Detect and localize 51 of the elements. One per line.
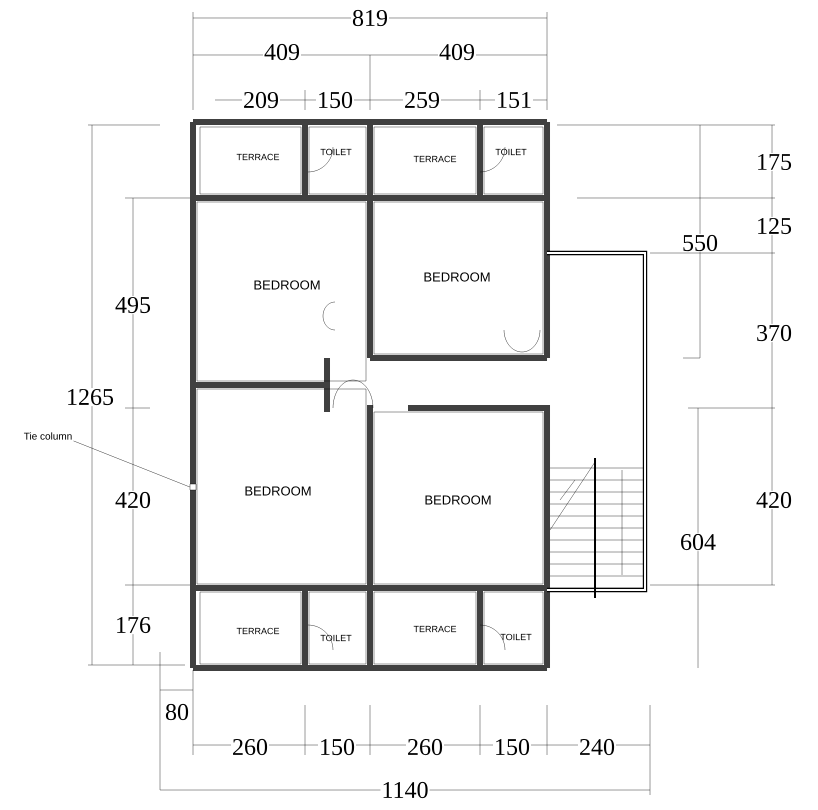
room-outline — [196, 202, 366, 382]
room-outline — [200, 592, 302, 664]
room-label: TERRACE — [414, 626, 456, 632]
room-label: TOILET — [500, 634, 532, 640]
tie-column — [190, 484, 196, 490]
room-label: TERRACE — [414, 156, 456, 162]
dimension-label: 604 — [679, 532, 718, 552]
room-outline — [308, 126, 366, 194]
room-label: BEDROOM — [426, 495, 491, 505]
dimension-label: 125 — [755, 216, 794, 236]
room-outline — [374, 412, 544, 584]
dimension-label: 150 — [318, 738, 356, 756]
room-label: BEDROOM — [245, 486, 311, 496]
dimension-label: 409 — [438, 42, 476, 62]
room-label: TOILET — [496, 148, 526, 156]
room-outline — [374, 202, 544, 354]
dimension-label: 819 — [351, 8, 389, 28]
dimension-label: 80 — [164, 702, 190, 722]
dimension-label: 150 — [316, 90, 354, 110]
room-label: TOILET — [320, 148, 352, 156]
room-outline — [484, 592, 544, 664]
dimension-label: 175 — [755, 152, 794, 172]
dimension-label: 151 — [495, 90, 533, 110]
room-outline — [374, 126, 476, 194]
dimension-label: 240 — [578, 738, 616, 756]
leader-line — [73, 440, 190, 488]
room-outline — [484, 126, 544, 194]
room-label: TOILET — [320, 634, 352, 642]
dimension-label: 1265 — [65, 388, 115, 406]
room-outline — [196, 388, 366, 584]
room-outline — [308, 592, 366, 664]
room-outline — [374, 592, 476, 664]
dimension-label: 495 — [114, 296, 152, 314]
room-label: TERRACE — [236, 628, 280, 634]
dimension-label: 550 — [681, 234, 720, 252]
room-label: TERRACE — [236, 154, 280, 160]
room-label: BEDROOM — [254, 280, 320, 290]
dimension-label: 209 — [242, 90, 280, 110]
room-label: BEDROOM — [424, 272, 490, 282]
dimension-label: 409 — [263, 42, 301, 62]
room-outline — [200, 126, 302, 194]
dimension-label: 260 — [406, 738, 444, 756]
dimension-label: 176 — [114, 616, 152, 634]
dimension-label: 150 — [493, 738, 531, 756]
dimension-label: 259 — [403, 90, 441, 110]
dimension-label: 260 — [231, 738, 269, 756]
dimension-label: 370 — [755, 324, 794, 342]
dimension-label: 420 — [114, 490, 152, 510]
dimension-label: 420 — [755, 490, 794, 510]
callout-text: Tie column — [24, 432, 72, 440]
dimension-label: 1140 — [380, 780, 430, 800]
